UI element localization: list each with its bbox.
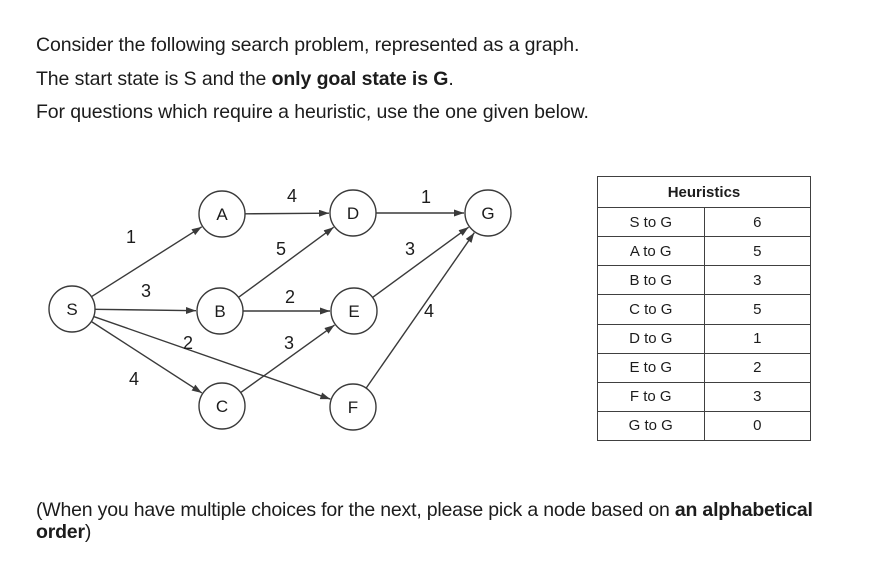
intro-line-2-suffix: . <box>448 67 454 90</box>
graph-node-label-B: B <box>214 302 225 321</box>
graph-edge-A-D <box>244 209 330 217</box>
heuristics-header-row: Heuristics <box>597 176 811 208</box>
heuristics-row-value: 1 <box>703 323 811 354</box>
graph-node-label-G: G <box>481 204 494 223</box>
graph-node-label-D: D <box>347 204 359 223</box>
heuristics-row-label: D to G <box>597 323 705 354</box>
heuristics-row-value: 5 <box>703 236 811 267</box>
edge-cost-C-E: 3 <box>284 333 294 353</box>
graph-edge-F-G <box>365 232 475 389</box>
edge-cost-S-B: 3 <box>141 281 151 301</box>
heuristics-row-value: 3 <box>703 381 811 412</box>
heuristics-row-label: G to G <box>597 410 705 442</box>
intro-line-3: For questions which require a heuristic,… <box>36 101 589 124</box>
graph-node-label-F: F <box>348 398 358 417</box>
heuristics-row-label: A to G <box>597 236 705 267</box>
heuristics-row-label: S to G <box>597 206 705 238</box>
heuristics-title: Heuristics <box>597 176 811 208</box>
graph-edge-S-A <box>91 226 203 298</box>
intro-line-2-bold: only goal state is G <box>271 67 449 90</box>
heuristics-row-label: F to G <box>597 381 705 412</box>
graph-edge-E-G <box>372 226 470 298</box>
graph-node-label-E: E <box>348 302 359 321</box>
edge-cost-D-G: 1 <box>421 187 431 207</box>
graph-edge-S-C <box>90 320 203 394</box>
footnote-prefix: (When you have multiple choices for the … <box>36 499 675 521</box>
heuristics-row-label: B to G <box>597 265 705 296</box>
graph-node-label-C: C <box>216 397 228 416</box>
heuristics-row-label: C to G <box>597 294 705 325</box>
heuristics-row-value: 2 <box>703 352 811 383</box>
graph-edge-B-D <box>238 226 335 298</box>
graph-node-A <box>198 190 246 238</box>
intro-line-2: The start state is S and the only goal s… <box>36 63 589 97</box>
footnote-suffix: ) <box>84 520 92 543</box>
intro-line-1: Consider the following search problem, r… <box>36 34 580 56</box>
problem-statement: Consider the following search problem, r… <box>36 29 589 130</box>
edge-cost-F-G: 4 <box>424 301 434 321</box>
edge-cost-S-C: 4 <box>129 369 139 389</box>
heuristics-row-value: 0 <box>703 410 811 442</box>
heuristics-row-value: 6 <box>703 206 811 238</box>
edge-cost-E-G: 3 <box>405 239 415 259</box>
edge-cost-A-D: 4 <box>287 186 297 206</box>
graph-node-label-S: S <box>66 300 77 319</box>
heuristics-row-value: 3 <box>703 265 811 296</box>
edge-cost-B-D: 5 <box>276 239 286 259</box>
heuristics-row-label: E to G <box>597 352 705 383</box>
edge-cost-B-E: 2 <box>285 287 295 307</box>
heuristics-row-value: 5 <box>703 294 811 325</box>
footnote-bold: an alphabetical order <box>36 499 813 543</box>
graph-node-F <box>329 383 377 431</box>
edge-cost-S-F: 2 <box>183 333 193 353</box>
graph-edge-S-F <box>93 315 331 400</box>
graph-node-C <box>198 382 246 430</box>
graph-node-E <box>330 287 378 335</box>
graph-edge-S-B <box>94 307 197 315</box>
intro-line-2-prefix: The start state is S and the <box>36 67 272 90</box>
footnote: (When you have multiple choices for the … <box>36 499 814 544</box>
graph-node-label-A: A <box>216 205 228 224</box>
edge-cost-S-A: 1 <box>126 227 136 247</box>
graph-edge-C-E <box>240 324 335 394</box>
graph-node-G <box>464 189 512 237</box>
graph-node-S <box>48 285 96 333</box>
